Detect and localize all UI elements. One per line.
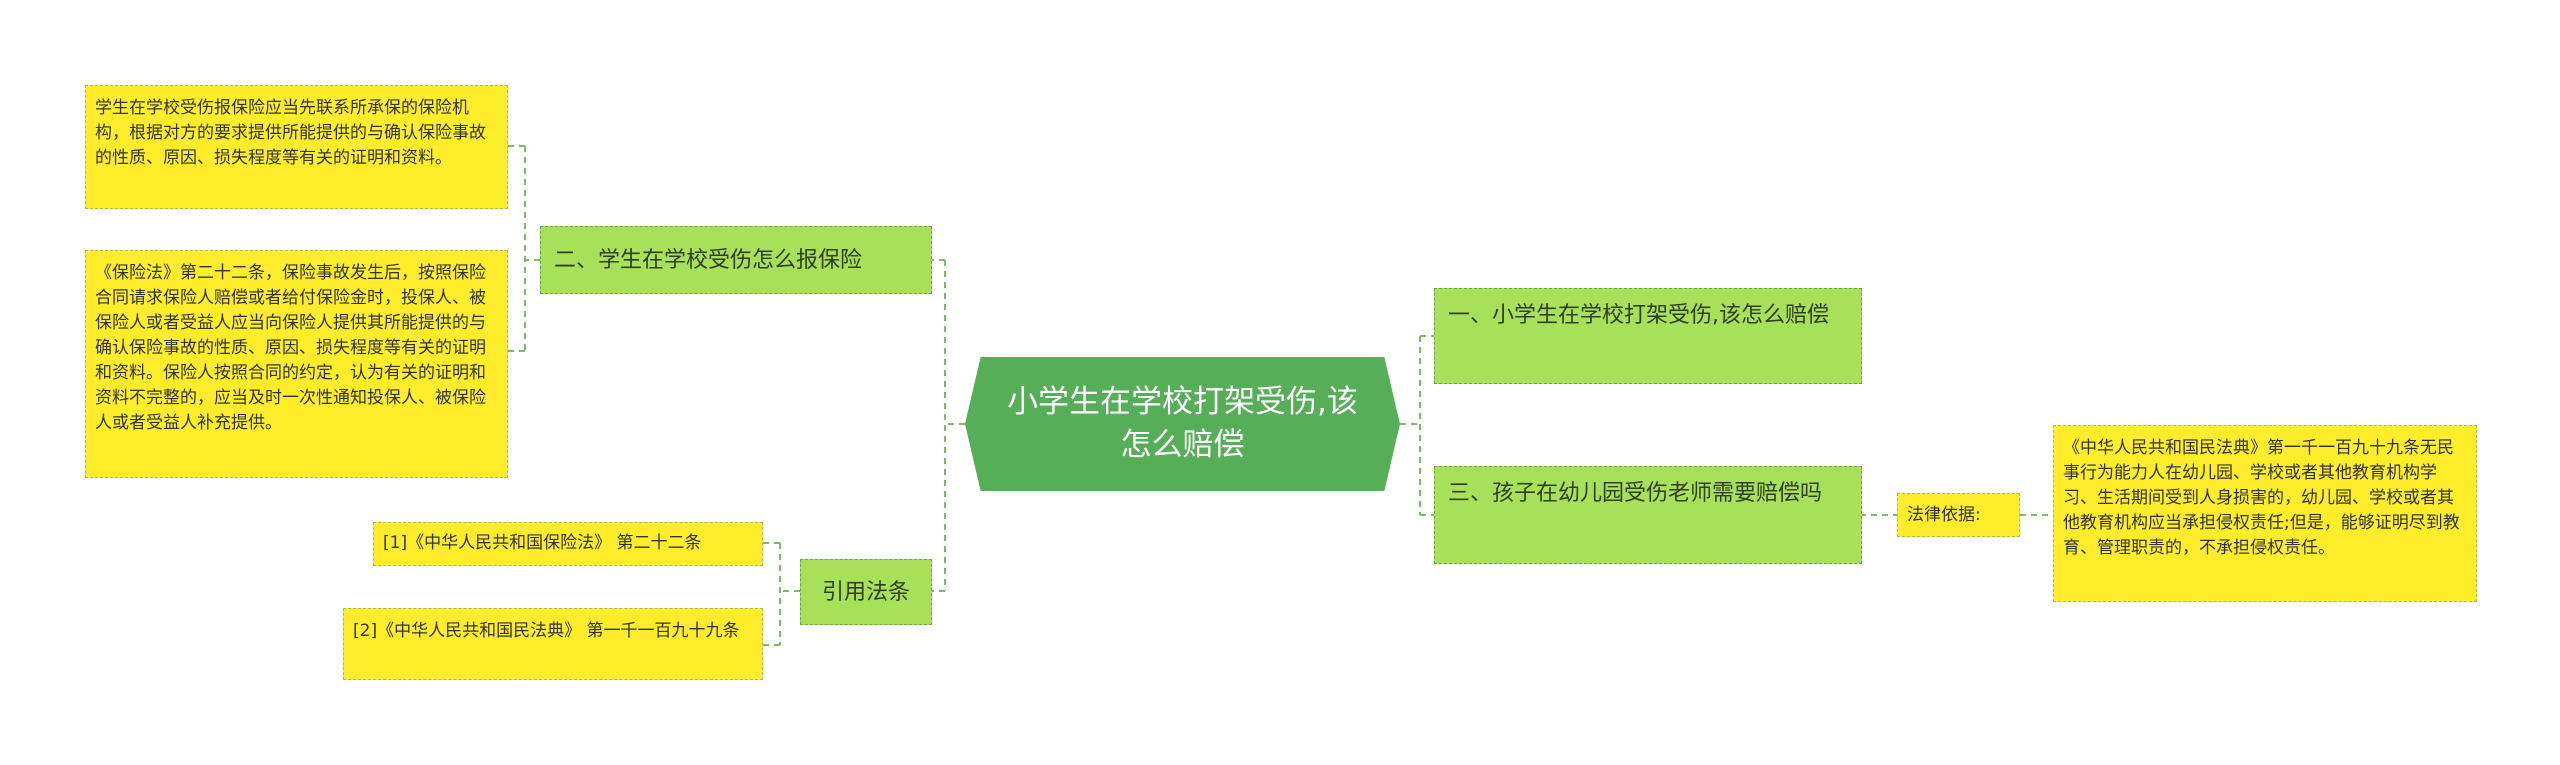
note-insurance-law-text: 《保险法》第二十二条，保险事故发生后，按照保险合同请求保险人赔偿或者给付保险金时… [95,263,486,433]
branch-fight-compensation[interactable]: 一、小学生在学校打架受伤,该怎么赔偿 [1434,288,1862,384]
link-root-insurance [932,259,965,592]
note-insurance-procedure[interactable]: 学生在学校受伤报保险应当先联系所承保的保险机构，根据对方的要求提供所能提供的与确… [85,85,508,209]
branch-citations-label: 引用法条 [821,579,910,605]
root-topic[interactable]: 小学生在学校打架受伤,该怎么赔偿 [965,357,1400,491]
legal-basis-label: 法律依据: [1907,504,1981,525]
branch-kindergarten-injury[interactable]: 三、孩子在幼儿园受伤老师需要赔偿吗 [1434,466,1862,564]
legal-basis-label-node[interactable]: 法律依据: [1897,493,2020,537]
branch-citations[interactable]: 引用法条 [800,559,932,625]
citation-insurance-law-text: [1]《中华人民共和国保险法》 第二十二条 [383,533,702,553]
note-insurance-law[interactable]: 《保险法》第二十二条，保险事故发生后，按照保险合同请求保险人赔偿或者给付保险金时… [85,250,508,478]
branch-insurance-label: 二、学生在学校受伤怎么报保险 [554,247,863,273]
link-citations-items [763,542,800,646]
link-root-right [1400,335,1434,516]
citation-insurance-law[interactable]: [1]《中华人民共和国保险法》 第二十二条 [373,522,763,566]
link-insurance-notes [508,145,540,352]
note-insurance-procedure-text: 学生在学校受伤报保险应当先联系所承保的保险机构，根据对方的要求提供所能提供的与确… [95,98,486,168]
legal-basis-text: 《中华人民共和国民法典》第一千一百九十九条无民事行为能力人在幼儿园、学校或者其他… [2063,438,2460,558]
branch-kindergarten-injury-label: 三、孩子在幼儿园受伤老师需要赔偿吗 [1448,481,1823,506]
branch-fight-compensation-label: 一、小学生在学校打架受伤,该怎么赔偿 [1448,303,1829,328]
legal-basis-text-node[interactable]: 《中华人民共和国民法典》第一千一百九十九条无民事行为能力人在幼儿园、学校或者其他… [2053,425,2477,602]
branch-insurance[interactable]: 二、学生在学校受伤怎么报保险 [540,226,932,294]
citation-civil-code[interactable]: [2]《中华人民共和国民法典》 第一千一百九十九条 [343,608,763,680]
citation-civil-code-text: [2]《中华人民共和国民法典》 第一千一百九十九条 [353,621,740,641]
root-topic-label: 小学生在学校打架受伤,该怎么赔偿 [1007,384,1358,463]
